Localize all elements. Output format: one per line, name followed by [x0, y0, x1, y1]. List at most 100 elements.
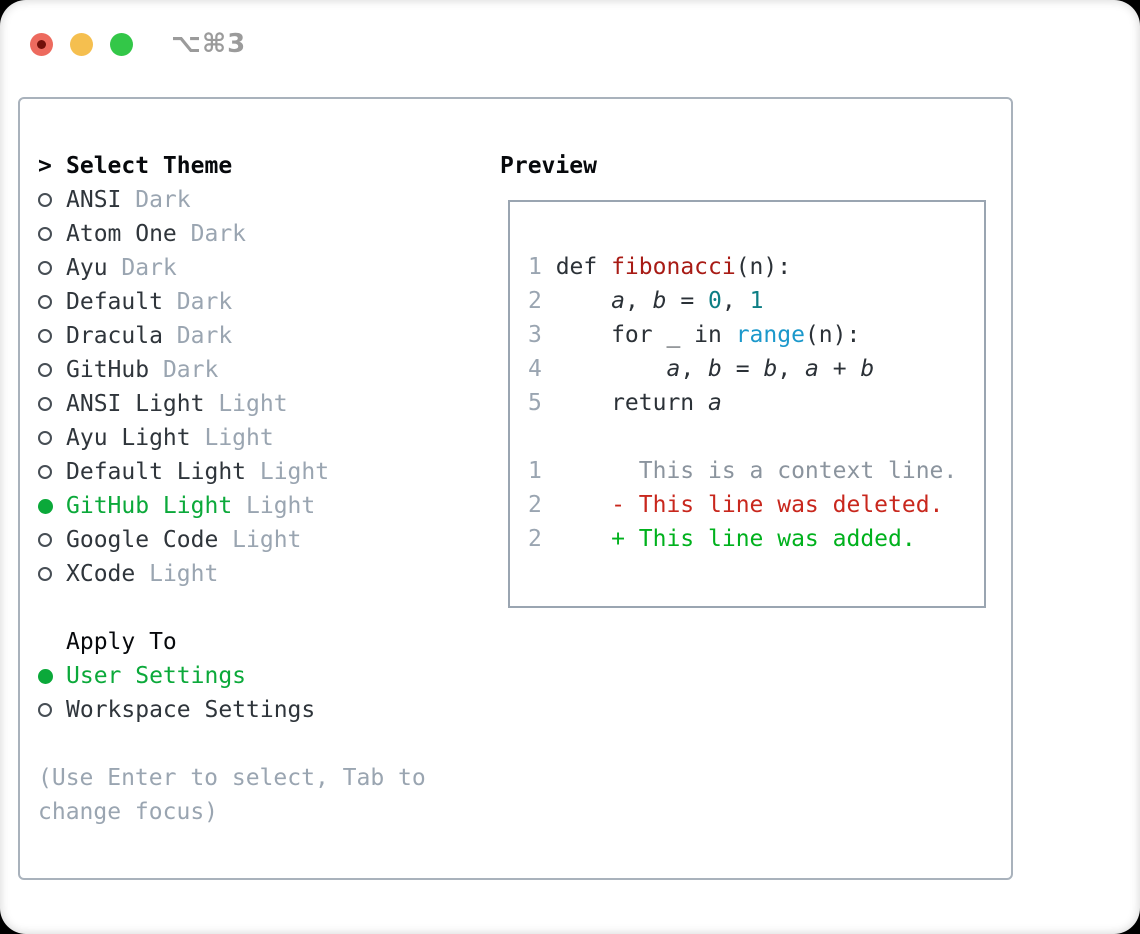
apply-to-title: Apply To [66, 629, 177, 655]
diff-text: - This line was deleted. [555, 492, 944, 518]
zoom-button[interactable] [110, 32, 133, 56]
theme-option[interactable]: GitHub Dark [38, 353, 490, 387]
radio-icon [38, 227, 52, 241]
code-token: 1 [749, 288, 764, 314]
code-token: 0 [708, 288, 722, 314]
radio-icon [38, 363, 52, 377]
theme-variant-badge: Light [259, 459, 330, 485]
radio-slot [38, 295, 66, 309]
theme-option[interactable]: Default Dark [38, 285, 490, 319]
theme-name-label: Ayu Light [66, 425, 191, 451]
theme-variant-badge: Dark [121, 255, 177, 281]
hint-text: (Use Enter to select, Tab to change focu… [38, 765, 426, 825]
code-token: , [680, 356, 709, 382]
select-theme-title: Select Theme [66, 153, 233, 179]
diff-line-context: 1 This is a context line. [528, 454, 984, 488]
theme-name-label: XCode [66, 561, 136, 587]
code-token [556, 288, 611, 314]
code-token: fibonacci [611, 254, 736, 280]
code-token: def [555, 254, 612, 280]
code-token: , [777, 356, 805, 382]
theme-variant-badge: Dark [190, 221, 247, 247]
code-line: 4 a, b = b, a + b [528, 352, 984, 386]
diff-text: + This line was added. [555, 526, 916, 552]
radio-selected-icon [38, 498, 53, 514]
unsaved-changes-dot [37, 39, 46, 49]
theme-variant-badge: Dark [162, 357, 219, 383]
apply-option[interactable]: Workspace Settings [38, 693, 490, 727]
diff-line-added: 2 + This line was added. [528, 522, 984, 556]
select-theme-header: > Select Theme [38, 149, 490, 183]
radio-slot [38, 363, 66, 377]
theme-name-label: Google Code [66, 527, 219, 553]
theme-name-label: Dracula [66, 323, 163, 349]
code-token: a [666, 356, 681, 382]
theme-option[interactable]: Ayu Dark [38, 251, 490, 285]
code-token: b [708, 356, 722, 382]
radio-icon [38, 465, 52, 479]
diff-sample: 1 This is a context line.2 - This line w… [528, 454, 984, 556]
radio-slot [38, 533, 66, 547]
radio-slot [38, 567, 66, 581]
diff-text: This is a context line. [555, 458, 958, 484]
diff-line-deleted: 2 - This line was deleted. [528, 488, 984, 522]
radio-icon [38, 431, 52, 445]
window-shortcut-title: ⌥⌘3 [171, 29, 247, 59]
radio-slot [38, 397, 66, 411]
traffic-lights [30, 32, 133, 56]
radio-icon [38, 261, 52, 275]
theme-name-label: GitHub [66, 357, 150, 383]
theme-option[interactable]: XCode Light [38, 557, 490, 591]
radio-icon [38, 193, 52, 207]
code-token: a [611, 288, 625, 314]
radio-icon [38, 533, 52, 547]
code-token: (n): [735, 254, 792, 280]
apply-option-label: User Settings [66, 663, 247, 689]
code-token: range [735, 322, 805, 348]
theme-variant-badge: Light [149, 561, 219, 587]
code-token: = [666, 288, 709, 314]
code-token: for _ in [555, 322, 736, 348]
close-button[interactable] [30, 32, 53, 56]
line-number: 3 [528, 322, 542, 348]
theme-variant-badge: Dark [176, 289, 233, 315]
radio-icon [38, 397, 52, 411]
radio-slot [38, 431, 66, 445]
code-token [556, 356, 667, 382]
minimize-button[interactable] [70, 32, 93, 56]
radio-slot [38, 703, 66, 717]
radio-slot [38, 329, 66, 343]
code-token: + [818, 356, 861, 382]
code-token: , [624, 288, 653, 314]
code-token: = [721, 356, 764, 382]
apply-option[interactable]: User Settings [38, 659, 490, 693]
theme-name-label: Default [66, 289, 163, 315]
apply-option-label: Workspace Settings [66, 697, 316, 723]
theme-option[interactable]: Google Code Light [38, 523, 490, 557]
radio-icon [38, 329, 52, 343]
line-number: 2 [528, 288, 542, 314]
radio-slot [38, 498, 66, 514]
theme-option[interactable]: Default Light Light [38, 455, 490, 489]
theme-variant-badge: Light [232, 527, 302, 553]
radio-selected-icon [38, 668, 53, 684]
radio-icon [38, 703, 52, 717]
theme-name-label: Default Light [66, 459, 247, 485]
titlebar: ⌥⌘3 [0, 0, 1140, 62]
code-line: 5 return a [528, 386, 984, 420]
code-line: 3 for _ in range(n): [528, 318, 984, 352]
theme-name-label: Ayu [66, 255, 108, 281]
theme-variant-badge: Light [246, 493, 316, 519]
line-number: 2 [528, 526, 542, 552]
code-token: a [805, 356, 819, 382]
